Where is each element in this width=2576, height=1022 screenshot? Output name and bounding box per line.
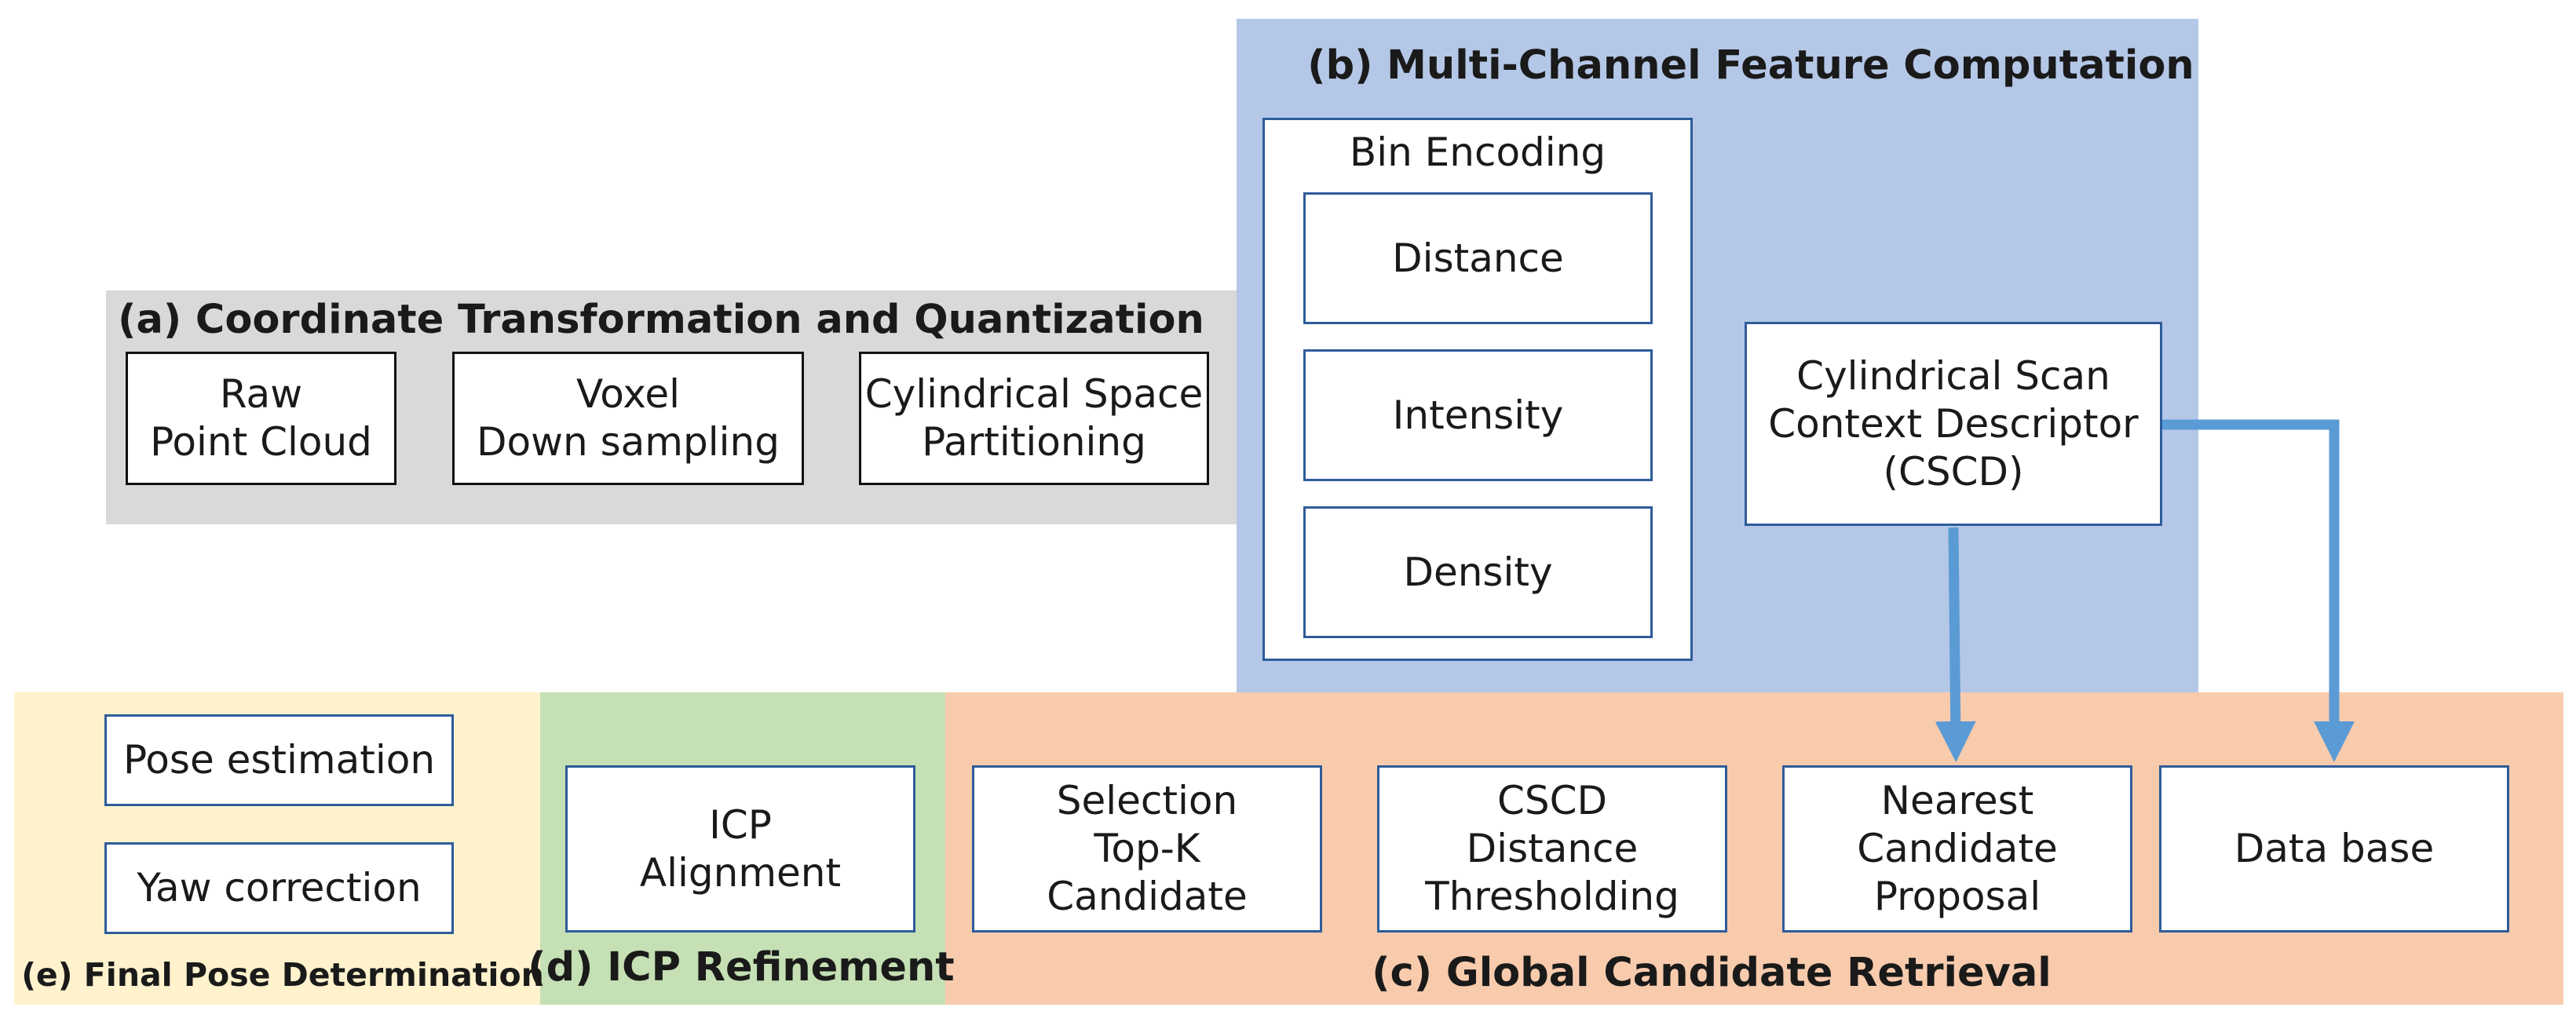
- yaw-correction-box: Yaw correction: [104, 842, 454, 934]
- distance-box: Distance: [1303, 192, 1653, 324]
- voxel-down-sampling-box: Voxel Down sampling: [452, 352, 804, 485]
- cscd-descriptor-box: Cylindrical Scan Context Descriptor (CSC…: [1745, 322, 2162, 526]
- cscd-to-database-arrow: [2162, 419, 2355, 762]
- panel-b-title: (b) Multi-Channel Feature Computation: [1307, 42, 2194, 89]
- panel-c-title: (c) Global Candidate Retrieval: [1372, 950, 2052, 996]
- database-box: Data base: [2159, 765, 2509, 933]
- panel-a-title: (a) Coordinate Transformation and Quanti…: [118, 297, 1204, 343]
- selection-top-k-candidate-box: Selection Top-K Candidate: [972, 765, 1322, 933]
- density-box: Density: [1303, 506, 1653, 638]
- panel-d-title: (d) ICP Refinement: [528, 944, 955, 991]
- cscd-distance-thresholding-box: CSCD Distance Thresholding: [1377, 765, 1727, 933]
- raw-point-cloud-box: Raw Point Cloud: [126, 352, 396, 485]
- bin-encoding-label: Bin Encoding: [1349, 130, 1606, 175]
- cscd-to-nearest-candidate-arrow: [1935, 527, 1976, 762]
- cylindrical-space-partitioning-box: Cylindrical Space Partitioning: [859, 352, 1209, 485]
- icp-alignment-box: ICP Alignment: [565, 765, 915, 933]
- panel-e-title: (e) Final Pose Determination: [21, 956, 544, 994]
- intensity-box: Intensity: [1303, 349, 1653, 481]
- pose-estimation-box: Pose estimation: [104, 714, 454, 806]
- nearest-candidate-proposal-box: Nearest Candidate Proposal: [1782, 765, 2132, 933]
